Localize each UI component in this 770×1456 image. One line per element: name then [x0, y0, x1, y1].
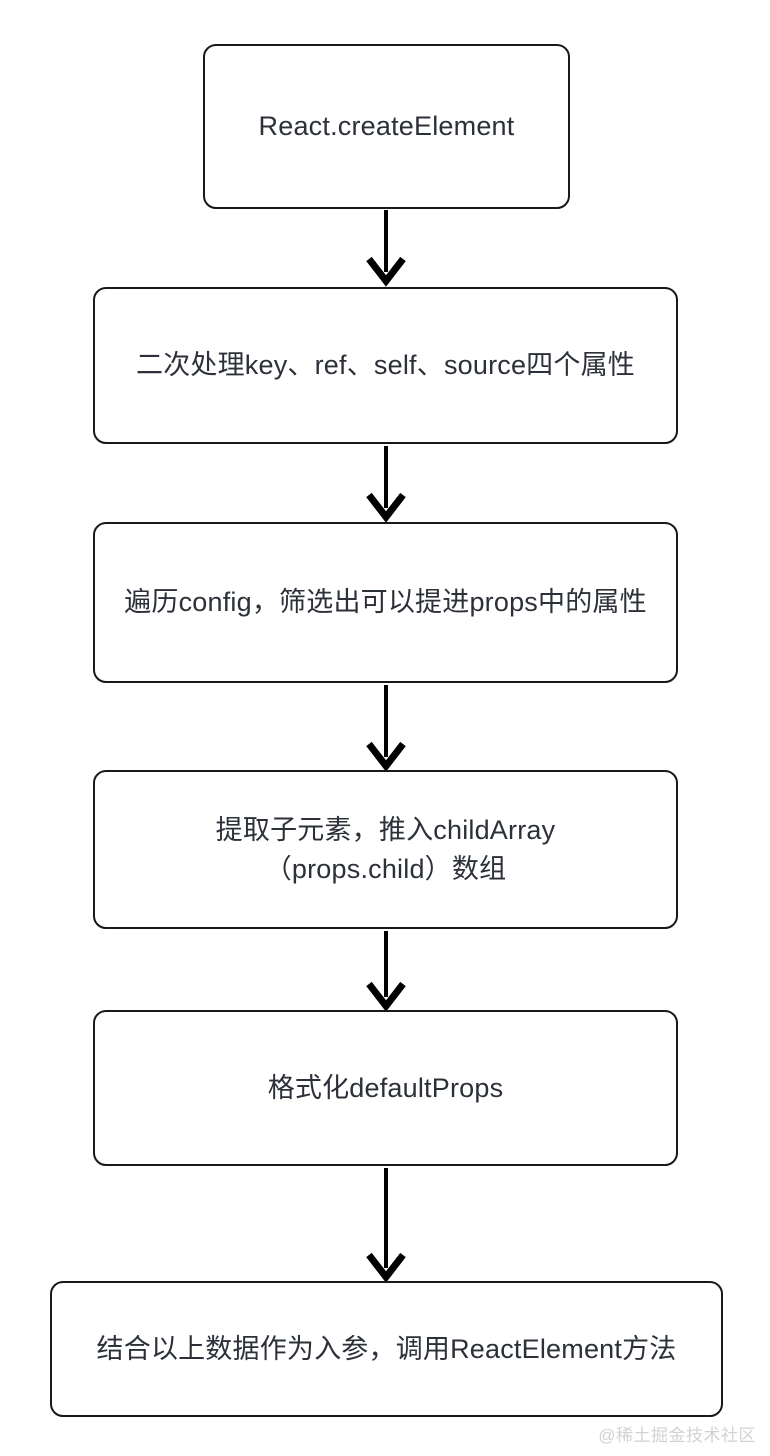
node-label: React.createElement	[258, 111, 515, 142]
node-label: 格式化defaultProps	[267, 1072, 504, 1103]
node-label: 二次处理key、ref、self、source四个属性	[136, 350, 635, 381]
node-label: 结合以上数据作为入参，调用ReactElement方法	[96, 1333, 677, 1364]
arrow-n2-n3	[366, 446, 406, 523]
arrow-n3-n4	[366, 685, 406, 772]
flowchart-node-traverse-config[interactable]: 遍历config，筛选出可以提进props中的属性	[93, 522, 678, 683]
flowchart-node-react-create-element[interactable]: React.createElement	[203, 44, 570, 209]
arrow-n4-n5	[366, 931, 406, 1012]
flowchart-node-extract-children[interactable]: 提取子元素，推入childArray （props.child）数组	[93, 770, 678, 929]
flowchart-node-call-react-element[interactable]: 结合以上数据作为入参，调用ReactElement方法	[50, 1281, 723, 1417]
flowchart-node-process-key-ref-self-source[interactable]: 二次处理key、ref、self、source四个属性	[93, 287, 678, 444]
arrow-n5-n6	[366, 1168, 406, 1283]
watermark-text: @稀土掘金技术社区	[598, 1426, 756, 1445]
arrow-n1-n2	[366, 210, 406, 287]
node-label: 遍历config，筛选出可以提进props中的属性	[124, 587, 647, 618]
node-label: 提取子元素，推入childArray （props.child）数组	[215, 815, 556, 884]
flowchart-node-format-default-props[interactable]: 格式化defaultProps	[93, 1010, 678, 1166]
